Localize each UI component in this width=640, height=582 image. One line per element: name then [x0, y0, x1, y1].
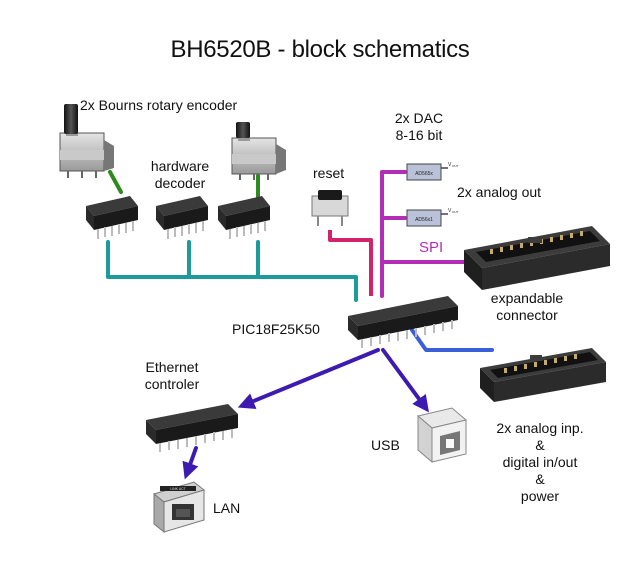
lan-label: LAN — [213, 500, 241, 516]
controller-label-line2: controler — [144, 376, 200, 392]
rj45-port-icon: LINK ACT — [152, 481, 206, 534]
encoder-links — [108, 170, 260, 202]
spi-label: SPI — [419, 239, 444, 256]
usb-label: USB — [371, 437, 400, 453]
decoder-chip-3-icon — [218, 196, 270, 239]
rotary-encoder-left-icon — [59, 104, 114, 178]
expandable-connector-label: expandable connector — [472, 290, 582, 324]
data-arrows — [182, 348, 429, 480]
usb-port-icon — [416, 407, 468, 464]
ethernet-controller-label: Ethernet controler — [132, 359, 212, 393]
digital-io-label: digital in/out — [502, 454, 578, 470]
reset-button-icon — [311, 190, 349, 226]
pic18f25k50-chip-icon — [348, 296, 458, 348]
decoder-chip-2-icon — [156, 196, 208, 239]
dac-chip-1-label: AD565x — [415, 171, 433, 177]
teal-bus — [106, 240, 358, 302]
rotary-encoder-right-icon — [231, 122, 286, 180]
spi-bus — [380, 170, 468, 298]
dac-chip-1-icon: AD565x V OUT — [406, 162, 459, 181]
analog-inp-label: 2x analog inp. — [496, 420, 584, 436]
ampersand-2: & — [535, 471, 545, 487]
expandable-label-line1: expandable — [490, 290, 564, 306]
ethernet-controller-chip-icon — [146, 404, 238, 452]
decoder-chip-1-icon — [86, 196, 138, 239]
analog-inp-label-block: 2x analog inp. & digital in/out & power — [480, 420, 600, 505]
dac-label-line1: 2x DAC — [394, 110, 444, 126]
ampersand-1: & — [535, 437, 545, 453]
mcu-label: PIC18F25K50 — [232, 321, 320, 337]
diagram-title: BH6520B - block schematics — [170, 36, 470, 63]
dac-label: 2x DAC 8-16 bit — [384, 110, 454, 144]
reset-line — [328, 230, 373, 296]
rj45-tag: LINK ACT — [170, 487, 186, 491]
dac-chip-2-vout-sub: OUT — [452, 210, 459, 214]
decoder-label-line2: decoder — [154, 175, 206, 191]
hardware-decoder-label: hardware decoder — [140, 158, 220, 192]
analog-digital-connector-icon — [480, 348, 606, 402]
reset-label: reset — [313, 165, 345, 181]
dac-chip-1-vout: V — [448, 162, 452, 168]
encoders-label: 2x Bourns rotary encoder — [80, 97, 238, 113]
analog-out-label: 2x analog out — [457, 184, 542, 200]
dac-chip-1-vout-sub: OUT — [452, 164, 459, 168]
dac-chip-2-vout: V — [448, 208, 452, 214]
power-label: power — [520, 488, 560, 504]
hardware-label-line1: hardware — [150, 158, 210, 174]
ethernet-label-line1: Ethernet — [145, 359, 199, 375]
expandable-connector-icon — [464, 226, 610, 290]
dac-chip-2-icon: AD56x1 V OUT — [406, 208, 459, 227]
dac-chip-2-label: AD56x1 — [415, 217, 433, 223]
dac-label-line2: 8-16 bit — [395, 127, 443, 143]
connector-label-line2: connector — [496, 307, 558, 323]
